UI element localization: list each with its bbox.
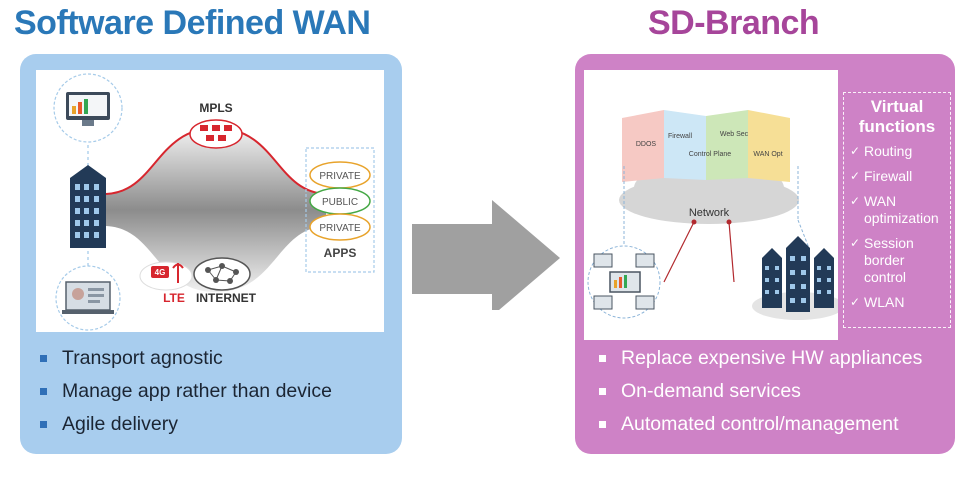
internet-label: INTERNET xyxy=(196,291,257,305)
private-cloud-label-2: PRIVATE xyxy=(319,223,361,234)
sd-branch-bullet-list: Replace expensive HW appliances On-deman… xyxy=(597,342,922,441)
lte-icon xyxy=(139,261,193,291)
virtual-functions-list: Routing Firewall WAN optimization Sessio… xyxy=(844,143,950,311)
lte-badge: 4G xyxy=(155,268,166,277)
sd-branch-diagram: DDOS Firewall Control Plane Web Sec WAN … xyxy=(584,70,844,340)
right-arrow-icon xyxy=(412,200,560,310)
cube-firewall-label: Firewall xyxy=(668,133,693,140)
sd-branch-bullet: Replace expensive HW appliances xyxy=(597,342,922,375)
virtual-function-cubes xyxy=(622,110,790,182)
branch-buildings-icon xyxy=(762,236,834,312)
laptop-icon xyxy=(55,265,121,331)
monitor-icon xyxy=(53,73,123,143)
sdwan-bullet: Transport agnostic xyxy=(38,342,332,375)
sd-branch-bullet: On-demand services xyxy=(597,375,922,408)
virtual-functions-title: Virtual functions xyxy=(858,97,936,136)
internet-cloud-icon xyxy=(193,257,251,291)
cube-wanopt-label: WAN Opt xyxy=(753,151,782,158)
mpls-cloud-icon xyxy=(189,119,243,149)
lte-label: LTE xyxy=(163,291,185,305)
virtual-function-item: WAN optimization xyxy=(844,193,950,227)
apps-label: APPS xyxy=(324,246,357,260)
sdwan-diagram: MPLS PRIVATE PUBLIC PRIVATE APPS 4G LTE xyxy=(36,70,384,332)
cube-control-label: Control Plane xyxy=(689,151,732,158)
sdwan-bullet: Agile delivery xyxy=(38,408,332,441)
virtual-function-item: Session border control xyxy=(844,235,950,286)
mpls-label: MPLS xyxy=(199,101,232,115)
building-icon xyxy=(70,165,106,248)
sdwan-bullet: Manage app rather than device xyxy=(38,375,332,408)
sd-branch-bullet: Automated control/management xyxy=(597,408,922,441)
virtual-function-item: WLAN xyxy=(844,294,950,311)
private-cloud-label: PRIVATE xyxy=(319,171,361,182)
cube-websec-label: Web Sec xyxy=(720,131,749,138)
branch-devices-icon xyxy=(587,245,661,319)
virtual-function-item: Firewall xyxy=(844,168,950,185)
cube-ddos-label: DDOS xyxy=(636,141,657,148)
public-cloud-label: PUBLIC xyxy=(322,197,358,208)
network-label: Network xyxy=(689,207,730,219)
sdwan-title: Software Defined WAN xyxy=(14,4,371,42)
virtual-function-item: Routing xyxy=(844,143,950,160)
sd-branch-title: SD-Branch xyxy=(648,4,820,42)
sdwan-bullet-list: Transport agnostic Manage app rather tha… xyxy=(38,342,332,441)
virtual-functions-box: Virtual functions Routing Firewall WAN o… xyxy=(843,92,951,328)
